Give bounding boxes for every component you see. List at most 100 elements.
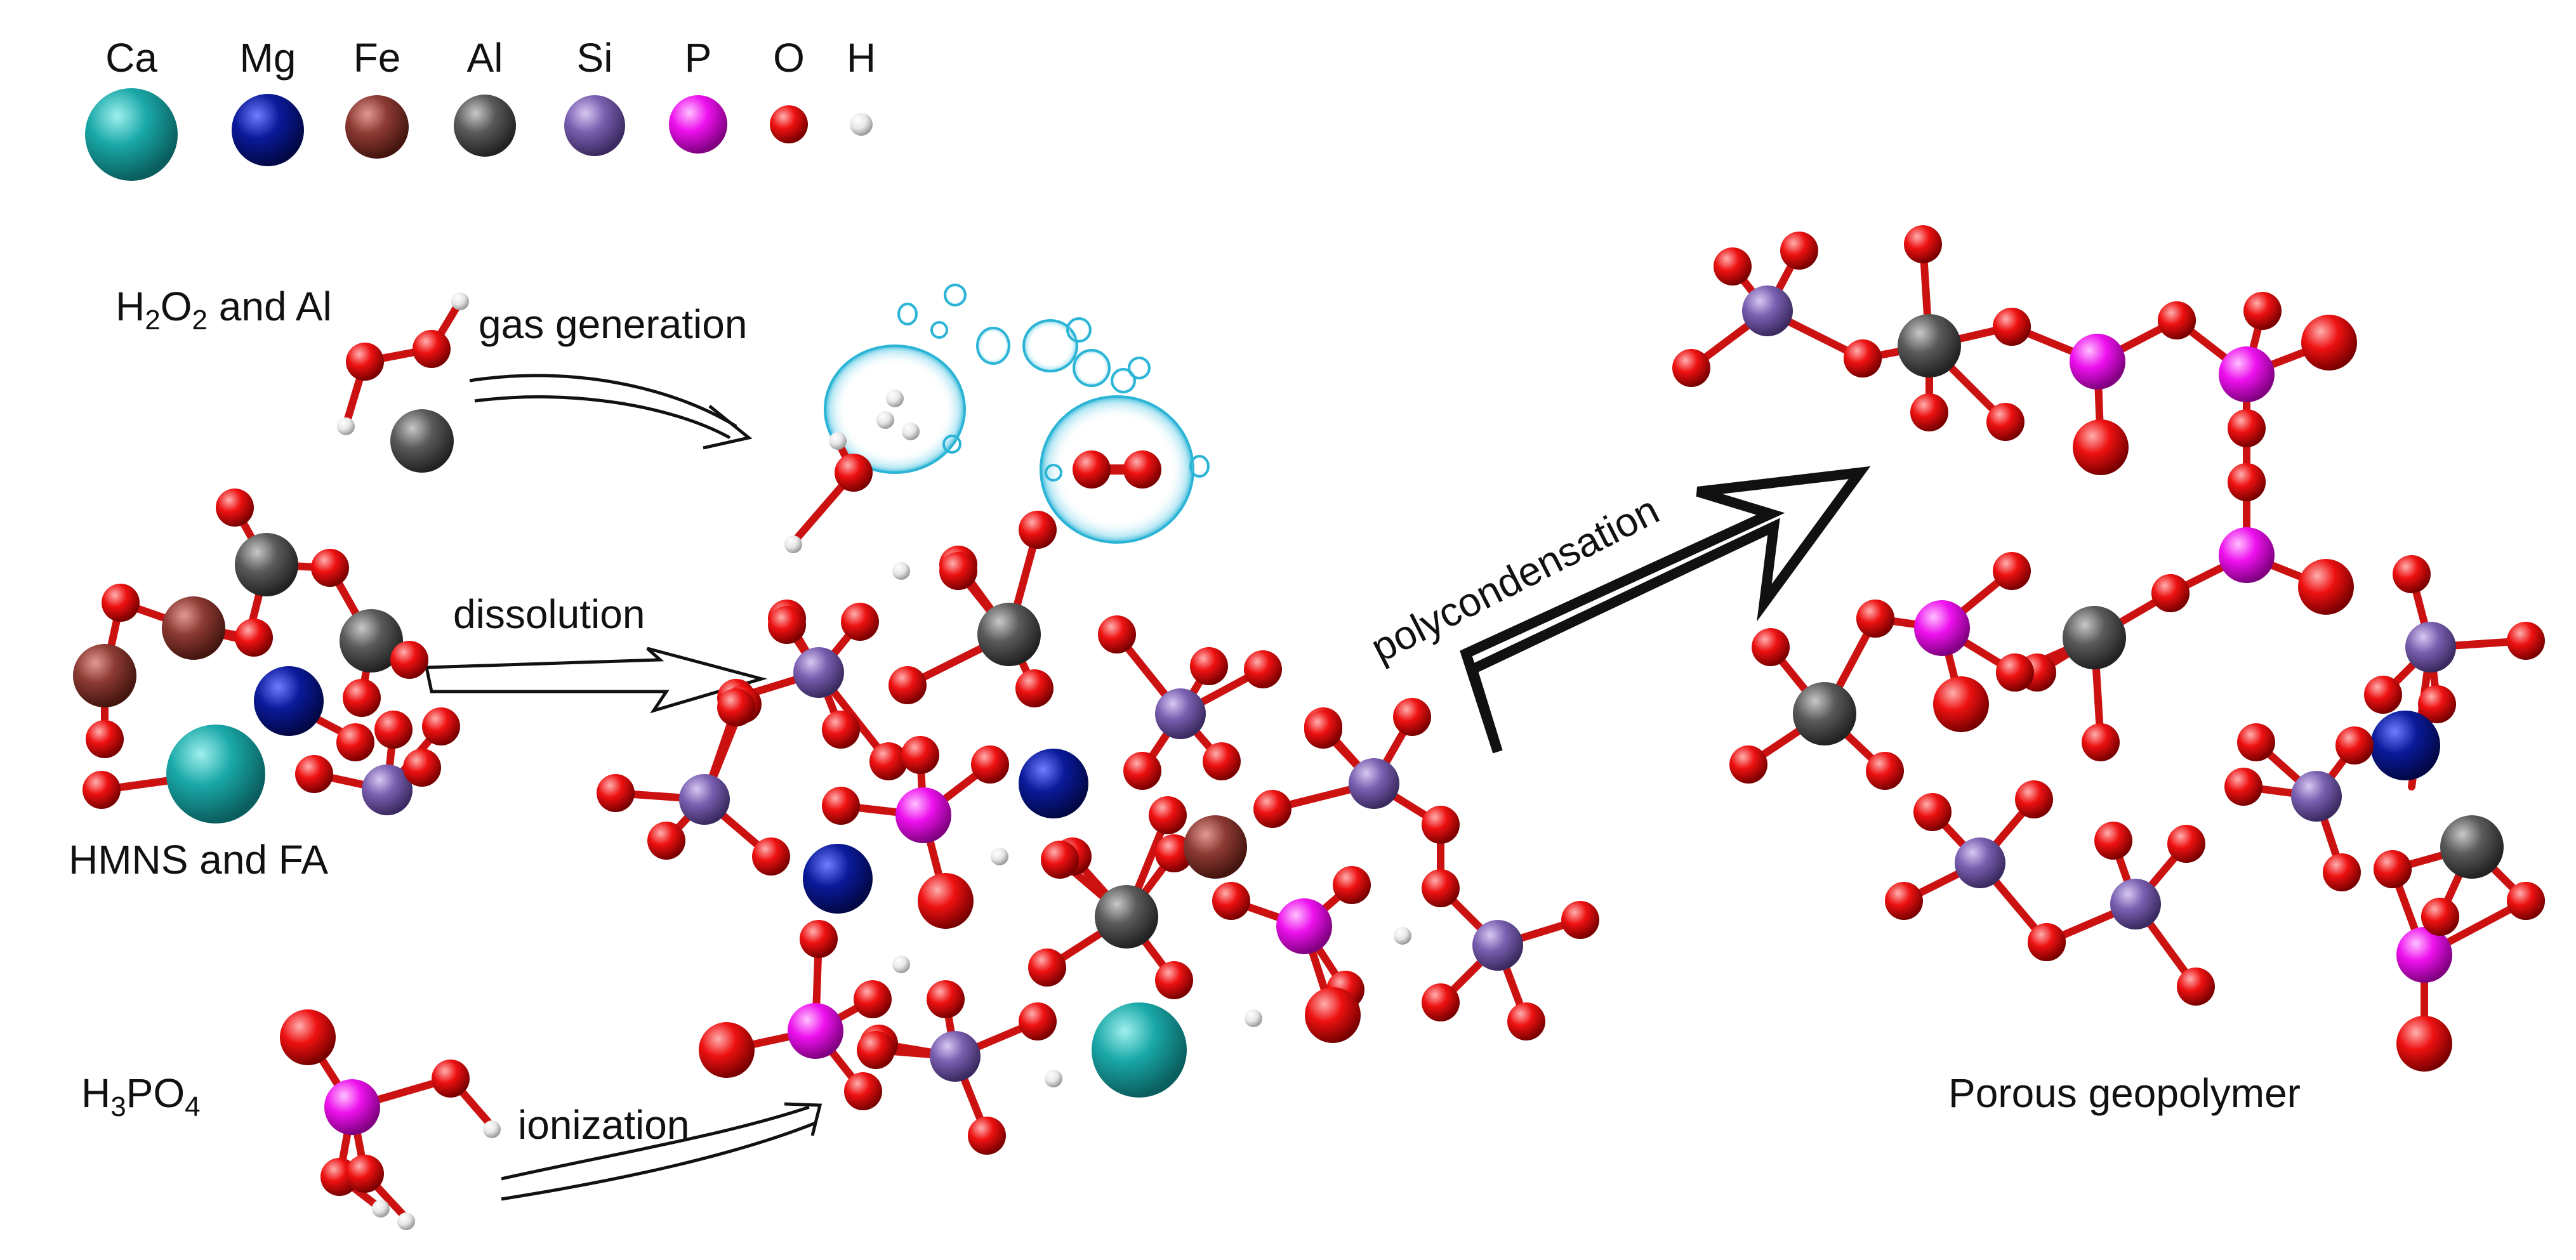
- bubble: [824, 345, 966, 474]
- atom-o: [2243, 292, 2282, 330]
- atom-h: [892, 562, 910, 580]
- atom-o: [835, 454, 873, 492]
- atom-o: [235, 619, 273, 657]
- atom-si: [1349, 758, 1399, 809]
- atom-o: [1422, 983, 1460, 1021]
- atom-o: [280, 1009, 336, 1065]
- atom-o: [1780, 232, 1818, 270]
- bubble: [1066, 317, 1092, 343]
- atom-o: [971, 745, 1009, 784]
- atom-si: [1742, 285, 1793, 336]
- atom-al: [2440, 815, 2504, 879]
- atom-o: [2167, 825, 2205, 863]
- atom-o: [2015, 780, 2053, 818]
- atom-ca: [85, 88, 178, 181]
- atom-si: [2291, 771, 2342, 822]
- atom-o: [1729, 745, 1767, 784]
- atom-si: [1472, 920, 1523, 971]
- atom-al: [235, 533, 298, 596]
- atom-p: [1276, 898, 1332, 954]
- atom-si: [1955, 837, 2005, 888]
- atom-fe: [73, 644, 136, 707]
- bubble: [930, 321, 948, 339]
- atom-mg: [232, 94, 304, 166]
- atom-o: [413, 330, 451, 368]
- atom-o: [1015, 669, 1054, 707]
- atom-o: [1155, 961, 1193, 999]
- atom-o: [2323, 853, 2361, 891]
- atom-o: [822, 711, 860, 749]
- atom-al: [977, 603, 1041, 666]
- polycondensation-arrow: [1460, 466, 1871, 754]
- atom-si: [564, 95, 625, 156]
- atom-o: [1422, 806, 1460, 844]
- atom-o: [1203, 742, 1241, 780]
- atom-o: [2393, 555, 2431, 593]
- atom-o: [1304, 711, 1342, 749]
- atom-o: [311, 549, 349, 587]
- atom-o: [1986, 403, 2024, 441]
- atom-p: [788, 1003, 843, 1059]
- atom-o: [1123, 450, 1161, 489]
- atom-o: [2177, 968, 2215, 1006]
- atom-o: [2396, 1016, 2452, 1072]
- legend-item-ca: Ca: [85, 35, 178, 181]
- atom-o: [422, 707, 460, 745]
- atom-o: [1993, 552, 2031, 590]
- atom-o: [768, 606, 806, 644]
- atom-o: [1844, 339, 1882, 377]
- legend-item-fe: Fe: [345, 35, 409, 159]
- atom-o: [1041, 841, 1079, 879]
- bubble: [1073, 349, 1111, 387]
- atom-o: [857, 1031, 895, 1069]
- bubble: [1022, 319, 1078, 372]
- atom-o: [1933, 676, 1989, 732]
- atom-al: [2063, 606, 2126, 669]
- gas-generation-arrow: [469, 374, 753, 450]
- atom-p: [2219, 527, 2275, 583]
- atom-h: [902, 423, 920, 440]
- atom-o: [403, 749, 441, 787]
- atom-o: [2151, 574, 2190, 612]
- atom-o: [374, 711, 413, 749]
- atom-o: [939, 552, 977, 590]
- atom-mg: [2370, 711, 2440, 780]
- atom-o: [1019, 511, 1057, 549]
- legend-item-al: Al: [454, 35, 516, 157]
- atom-h: [892, 955, 910, 973]
- atom-o: [2028, 923, 2066, 961]
- atom-o: [2224, 768, 2262, 806]
- bubble: [1045, 464, 1062, 482]
- atom-o: [918, 873, 974, 929]
- legend-label: Fe: [353, 35, 401, 81]
- atom-si: [362, 765, 413, 815]
- atom-o: [1996, 653, 2034, 692]
- atom-o: [2094, 822, 2132, 860]
- atom-o: [597, 774, 635, 812]
- atom-o: [1333, 866, 1371, 904]
- atom-fe: [1184, 815, 1247, 879]
- atom-p: [2219, 346, 2275, 402]
- atom-al: [340, 609, 403, 673]
- atom-o: [888, 666, 927, 704]
- legend-label: O: [773, 35, 805, 81]
- atom-h: [1245, 1009, 1262, 1027]
- atom-o: [1212, 882, 1250, 920]
- atom-o: [295, 755, 333, 793]
- atom-o: [869, 742, 908, 780]
- atom-al: [390, 409, 454, 473]
- atom-o: [2507, 622, 2545, 660]
- atom-o: [1904, 225, 1942, 263]
- dissolution-arrow: [424, 646, 768, 714]
- atom-h: [483, 1120, 501, 1138]
- atom-o: [346, 1155, 384, 1193]
- atom-o: [1393, 698, 1431, 736]
- atom-o: [1913, 793, 1952, 831]
- dissolution-label: dissolution: [453, 591, 645, 637]
- atom-mg: [254, 666, 324, 736]
- atom-o: [1073, 450, 1111, 489]
- atom-o: [2364, 676, 2402, 714]
- legend-item-p: P: [669, 35, 727, 154]
- atom-o: [647, 822, 685, 860]
- atom-o: [927, 980, 965, 1018]
